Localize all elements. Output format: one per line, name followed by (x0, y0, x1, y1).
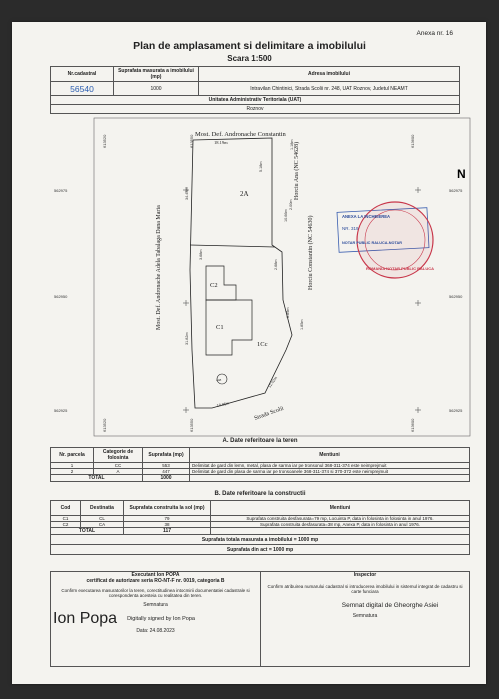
dist-right-4: 5.18m (259, 161, 263, 172)
coord-y-925-right: 562925 (449, 408, 463, 413)
stamp-ring: ROMANIA NOTAR PUBLIC RALUCA (366, 266, 434, 271)
north-arrow-icon: N (457, 167, 466, 181)
total-label: TOTAL (50, 474, 143, 482)
dist-street: 12.02m (268, 376, 279, 389)
cadastre-table: Nr.cadastral Suprafata masurata a imobil… (50, 66, 460, 114)
inspector-sign-label: Semnatura (352, 613, 378, 619)
signature-table: Executant Ion POPA certificat de autoriz… (50, 571, 470, 667)
dist-right-2: 2.68m (274, 259, 278, 270)
coord-x-bot-mid: 613550 (189, 418, 194, 432)
top-distance: 18.19m (214, 140, 228, 145)
dist-right-3: 6.89m (286, 307, 290, 318)
document-title: Plan de amplasament si delimitare a imob… (133, 40, 366, 52)
right-neighbor-1: Horciu Ana (NC 54628) (293, 142, 300, 200)
col-parcel-nr: Nr. parcela (50, 447, 94, 463)
plan-frame (93, 117, 471, 437)
executant-cert: certificat de autorizare seria RO-NT-F n… (86, 578, 225, 584)
dist-small: 1.85m (300, 319, 304, 330)
total-label: TOTAL (50, 527, 124, 535)
annex-label: Anexa nr. 16 (416, 30, 454, 37)
col-category: Categorie de folosinta (93, 447, 143, 463)
coord-y-975-right: 562975 (449, 188, 463, 193)
parcel-divider (189, 244, 276, 248)
measured-area: Suprafata totala masurata a imobilului =… (50, 534, 470, 545)
executant-date: Data: 24.08.2023 (136, 628, 175, 634)
executant-text: Confirm executarea masuratorilor la tere… (61, 588, 250, 598)
col-built-area: Suprafata construita la sol (mp) (123, 500, 211, 516)
grid-crosses (183, 187, 421, 413)
parcel-c1-label: C1 (216, 324, 224, 331)
dist-mid: 3.68m (199, 249, 203, 260)
dist-bottom: 10.85m (216, 401, 229, 408)
col-mentions: Mentiuni (189, 447, 470, 463)
street-name: Strada Scolii (254, 406, 285, 422)
top-neighbor: Most. Def. Andronache Constantin (195, 131, 287, 138)
executant-title: Executant Ion POPA (131, 572, 180, 578)
parcel-boundary (189, 137, 293, 409)
inspector-title: Inspector (353, 572, 377, 578)
col-destination: Destinatia (80, 500, 124, 516)
uat-value: Roznov (50, 104, 460, 114)
section-b-title: B. Date referitoare la constructii (214, 491, 306, 497)
stamp-line-3: NOTAR PUBLIC RALUCA-NOTAR (342, 241, 402, 245)
total-value: 117 (123, 527, 211, 535)
executant-sign-label: Semnatura (143, 602, 168, 608)
dist-left-2: 31.82m (185, 332, 189, 345)
section-b-table: Cod Destinatia Suprafata construita la s… (50, 500, 470, 555)
coord-y-975-left: 562975 (54, 188, 68, 193)
notary-stamp: ANEXA LA INCHEIEREA NR. 319 NOTAR PUBLIC… (336, 201, 434, 279)
coord-y-950-left: 562950 (54, 294, 68, 299)
inspector-text: Confirm atribuirea numarului cadastral s… (267, 584, 463, 594)
coord-x-top-left: 613520 (102, 134, 107, 148)
stamp-line-2: NR. 319 (342, 226, 359, 231)
section-a-title: A. Date referitoare la teren (222, 438, 298, 444)
scale-label: Scara 1:500 (227, 54, 272, 63)
dist-left-1: 34.43m (185, 187, 189, 200)
executant-box: Executant Ion POPA certificat de autoriz… (50, 571, 261, 667)
stamp-line-1: ANEXA LA INCHEIEREA (342, 214, 390, 219)
house-number: 248 (216, 378, 222, 382)
dist-s2: 2.00m (289, 199, 293, 210)
dist-s3: 1.18m (290, 139, 294, 150)
parcel-2a-label: 2A (240, 190, 249, 198)
house-number-circle (216, 373, 228, 385)
executant-name: Ion Popa (53, 610, 118, 627)
section-a-table: Nr. parcela Categorie de folosinta Supra… (50, 447, 470, 482)
digital-signature: Digitally signed by Ion Popa (127, 616, 195, 622)
coord-x-top-right: 613600 (410, 134, 415, 148)
building-c1 (205, 299, 253, 356)
col-mentions: Mentiuni (210, 500, 470, 516)
right-neighbor-2: Horciu Constantin (NC 54630) (307, 216, 314, 291)
act-area: Suprafata din act = 1000 mp (50, 544, 470, 555)
col-cod: Cod (50, 500, 81, 516)
col-area: Suprafata (mp) (142, 447, 190, 463)
parcel-1cc-label: 1Cc (257, 341, 268, 348)
coord-y-925-left: 562925 (54, 408, 68, 413)
parcel-c2-label: C2 (210, 282, 218, 289)
dist-right-1: 10.66m (284, 209, 288, 222)
total-value: 1000 (142, 474, 190, 482)
coord-x-bot-left: 613520 (102, 418, 107, 432)
left-neighbor: Most. Def. Andronache Adela Tabalaga Dan… (155, 205, 162, 330)
inspector-box: Inspector Confirm atribuirea numarului c… (260, 571, 470, 667)
inspector-signature: Semnat digital de Gheorghe Asiei (341, 602, 439, 609)
coord-y-950-right: 562950 (449, 294, 463, 299)
coord-x-top-mid: 613550 (189, 134, 194, 148)
coord-x-bot-right: 613600 (410, 418, 415, 432)
